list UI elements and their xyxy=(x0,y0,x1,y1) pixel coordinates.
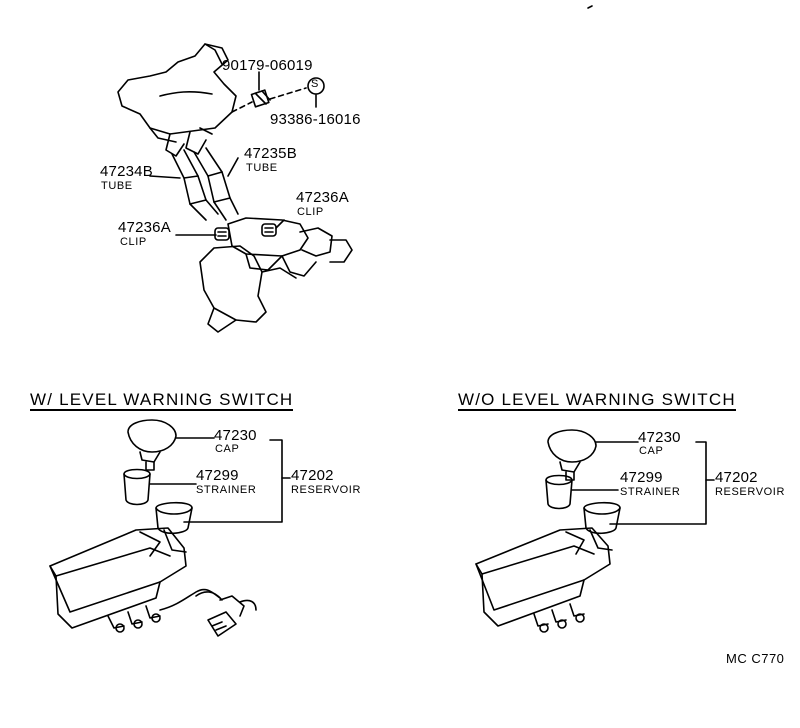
left-strainer-name: STRAINER xyxy=(196,484,257,496)
left-reservoir-number: 47202 xyxy=(291,467,334,484)
clip-right-number: 47236A xyxy=(296,189,349,206)
right-cap-name: CAP xyxy=(639,445,664,457)
left-reservoir-name: RESERVOIR xyxy=(291,484,361,496)
right-strainer xyxy=(545,474,573,510)
tube-a-number: 47234B xyxy=(100,163,153,180)
master-cylinder-body xyxy=(117,43,237,143)
bolt-90179 xyxy=(231,71,307,113)
clip-left-number: 47236A xyxy=(118,219,171,236)
left-level-switch-harness xyxy=(159,588,257,637)
s-symbol-label: S xyxy=(311,78,319,90)
right-reservoir-number: 47202 xyxy=(715,469,758,486)
left-panel-header: W/ LEVEL WARNING SWITCH xyxy=(30,390,294,411)
right-strainer-name: STRAINER xyxy=(620,486,681,498)
right-cap-number: 47230 xyxy=(638,429,681,446)
left-strainer xyxy=(123,468,151,506)
lower-housing xyxy=(199,245,297,333)
right-reservoir-bracket xyxy=(609,441,707,525)
right-panel-header: W/O LEVEL WARNING SWITCH xyxy=(458,390,736,411)
tube-47235b xyxy=(193,147,239,221)
left-strainer-number: 47299 xyxy=(196,467,239,484)
clip-right-name: CLIP xyxy=(297,206,324,218)
clip-left-name: CLIP xyxy=(120,236,147,248)
right-reservoir xyxy=(475,501,621,633)
tube-b-name: TUBE xyxy=(246,162,278,174)
bolt-part-number: 90179-06019 xyxy=(222,57,313,74)
stray-mark xyxy=(587,5,593,9)
connection-block xyxy=(227,217,353,277)
left-cap-number: 47230 xyxy=(214,427,257,444)
tube-47234b xyxy=(171,149,219,221)
right-reservoir-name: RESERVOIR xyxy=(715,486,785,498)
tube-b-number: 47235B xyxy=(244,145,297,162)
left-reservoir-bracket xyxy=(183,439,283,523)
left-cap xyxy=(127,419,177,471)
left-reservoir xyxy=(49,501,193,633)
leader-tube-a xyxy=(149,175,181,179)
s-washer-93386 xyxy=(307,77,325,108)
right-cap xyxy=(547,429,597,481)
tube-a-name: TUBE xyxy=(101,180,133,192)
leader-tube-b xyxy=(227,157,239,177)
diagram-code: MC C770 xyxy=(726,651,785,666)
hose-fittings xyxy=(165,127,213,157)
clips-47236a xyxy=(214,219,285,241)
right-strainer-number: 47299 xyxy=(620,469,663,486)
s-washer-part-number: 93386-16016 xyxy=(270,111,361,128)
left-cap-name: CAP xyxy=(215,443,240,455)
